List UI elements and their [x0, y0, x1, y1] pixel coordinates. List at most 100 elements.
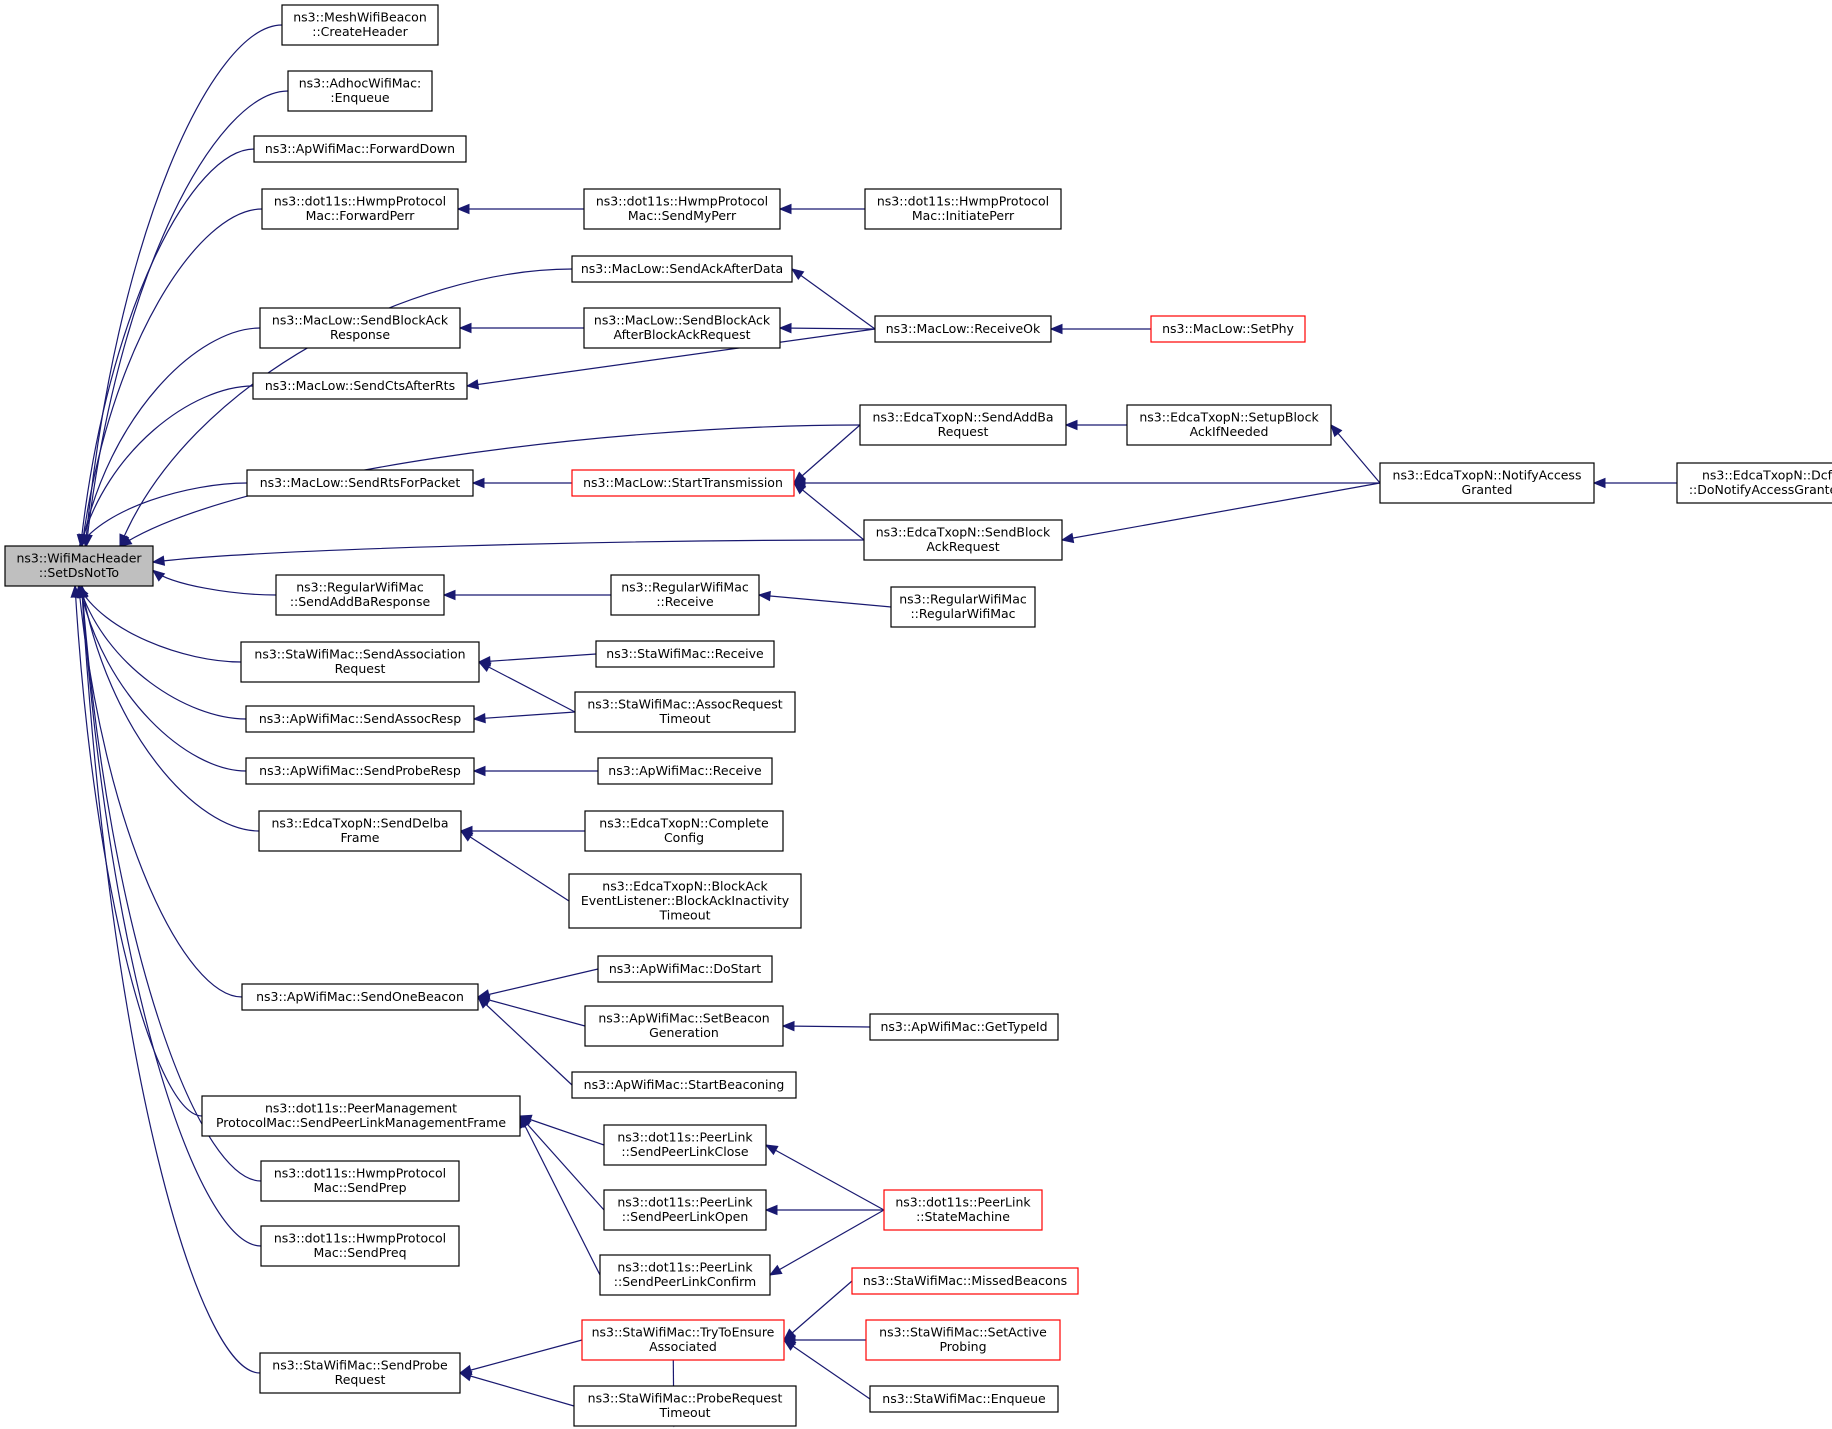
call-edge-r3-to-m4 [793, 424, 861, 484]
call-edge-n9-to-root [77, 585, 242, 663]
node-label-line: Frame [341, 830, 380, 845]
function-node[interactable]: ns3::ApWifiMac::ForwardDown [253, 135, 467, 163]
node-box [201, 1095, 521, 1137]
node-label-line: :Enqueue [330, 90, 390, 105]
call-edge-n2-to-root [85, 90, 289, 547]
node-box [275, 574, 445, 616]
function-node[interactable]: ns3::RegularWifiMac::SendAddBaResponse [275, 574, 445, 616]
node-label-line: EventListener::BlockAckInactivity [581, 893, 790, 908]
function-node[interactable]: ns3::ApWifiMac::Receive [597, 757, 773, 785]
node-box [859, 404, 1067, 446]
function-node[interactable]: ns3::MacLow::SetPhy [1150, 315, 1306, 343]
call-edge-m14-to-n14 [519, 1115, 605, 1146]
node-label-line: ns3::StaWifiMac::MissedBeacons [863, 1273, 1067, 1288]
node-label-line: ns3::EdcaTxopN::NotifyAccess [1393, 468, 1582, 483]
function-node[interactable]: ns3::StaWifiMac::Enqueue [869, 1385, 1059, 1413]
function-node[interactable]: ns3::dot11s::PeerLink::SendPeerLinkOpen [603, 1189, 767, 1231]
call-edge-m12-to-n13 [477, 996, 586, 1027]
node-label-line: Config [664, 830, 704, 845]
node-label-line: ns3::ApWifiMac::ForwardDown [265, 141, 455, 156]
function-node[interactable]: ns3::EdcaTxopN::BlockAckEventListener::B… [568, 873, 802, 929]
node-label-line: ns3::dot11s::PeerManagement [265, 1101, 457, 1116]
function-node[interactable]: ns3::dot11s::HwmpProtocolMac::ForwardPer… [261, 188, 459, 230]
function-node[interactable]: ns3::ApWifiMac::SendOneBeacon [241, 983, 479, 1011]
function-node[interactable]: ns3::RegularWifiMac::RegularWifiMac [890, 586, 1036, 628]
function-node[interactable]: ns3::MacLow::SendAckAfterData [571, 255, 793, 283]
function-node[interactable]: ns3::MacLow::SendRtsForPacket [246, 469, 474, 497]
call-edge-n10-to-root [78, 585, 247, 720]
function-node[interactable]: ns3::dot11s::PeerLink::StateMachine [883, 1189, 1043, 1231]
function-node[interactable]: ns3::MacLow::SendCtsAfterRts [252, 372, 468, 400]
function-node[interactable]: ns3::dot11s::HwmpProtocolMac::InitiatePe… [864, 188, 1062, 230]
function-node[interactable]: ns3::EdcaTxopN::Dcf::DoNotifyAccessGrant… [1676, 462, 1832, 504]
edge-arrowhead [477, 996, 490, 1009]
node-box [281, 4, 439, 46]
node-box [4, 545, 154, 587]
call-edge-n15-to-root [81, 585, 262, 1182]
call-edge-m13-to-n13 [477, 996, 573, 1086]
node-box [584, 810, 784, 852]
call-edge-r7-to-m16 [769, 1209, 885, 1276]
function-node[interactable]: ns3::ApWifiMac::DoStart [597, 955, 773, 983]
function-node[interactable]: ns3::MacLow::StartTransmission [571, 469, 795, 497]
node-label-line: ns3::dot11s::HwmpProtocol [877, 194, 1049, 209]
node-label-line: ProtocolMac::SendPeerLinkManagementFrame [216, 1115, 506, 1130]
function-node[interactable]: ns3::StaWifiMac::Receive [595, 640, 775, 668]
function-node[interactable]: ns3::ApWifiMac::StartBeaconing [571, 1071, 797, 1099]
call-edge-r8-to-m17 [783, 1280, 853, 1341]
function-node[interactable]: ns3::dot11s::PeerLink::SendPeerLinkConfi… [599, 1254, 771, 1296]
edge-arrowhead [768, 1264, 783, 1276]
function-node[interactable]: ns3::MeshWifiBeacon::CreateHeader [281, 4, 439, 46]
node-label-line: ns3::AdhocWifiMac: [299, 76, 421, 91]
function-node[interactable]: ns3::MacLow::ReceiveOk [874, 315, 1052, 343]
call-edge-r3-to-root [119, 424, 861, 547]
function-node[interactable]: ns3::dot11s::PeerLink::SendPeerLinkClose [603, 1124, 767, 1166]
node-box [1379, 462, 1595, 504]
node-box [571, 1071, 797, 1099]
node-label-line: ns3::MeshWifiBeacon [293, 10, 427, 25]
call-edge-m10-to-n12 [460, 830, 570, 902]
node-label-line: ns3::dot11s::HwmpProtocol [274, 1166, 446, 1181]
function-node[interactable]: ns3::EdcaTxopN::NotifyAccessGranted [1379, 462, 1595, 504]
function-node[interactable]: ns3::ApWifiMac::SendProbeResp [245, 757, 475, 785]
function-node[interactable]: ns3::AdhocWifiMac::Enqueue [287, 70, 433, 112]
function-node[interactable]: ns3::StaWifiMac::MissedBeacons [851, 1267, 1079, 1295]
focus-node[interactable]: ns3::WifiMacHeader::SetDsNotTo [4, 545, 154, 587]
node-label-line: Request [335, 661, 386, 676]
node-box [610, 574, 760, 616]
node-box [869, 1013, 1059, 1041]
function-node[interactable]: ns3::MacLow::SendBlockAckAfterBlockAckRe… [583, 307, 781, 349]
node-label-line: ns3::EdcaTxopN::SetupBlock [1139, 410, 1319, 425]
node-label-line: ns3::StaWifiMac::TryToEnsure [592, 1325, 775, 1340]
function-node[interactable]: ns3::dot11s::PeerManagementProtocolMac::… [201, 1095, 521, 1137]
edge-arrowhead [1592, 477, 1606, 489]
node-box [261, 188, 459, 230]
node-label-line: ns3::ApWifiMac::DoStart [609, 961, 761, 976]
call-edge-r10-to-m17 [783, 1339, 871, 1400]
function-node[interactable]: ns3::RegularWifiMac::Receive [610, 574, 760, 616]
edge-arrowhead [1064, 419, 1078, 431]
edge-arrowhead [782, 1339, 797, 1351]
function-node[interactable]: ns3::ApWifiMac::GetTypeId [869, 1013, 1059, 1041]
function-node[interactable]: ns3::ApWifiMac::SendAssocResp [245, 705, 475, 733]
node-label-line: Probing [939, 1339, 986, 1354]
edge-arrowhead [764, 1144, 779, 1156]
node-box [584, 1005, 784, 1047]
